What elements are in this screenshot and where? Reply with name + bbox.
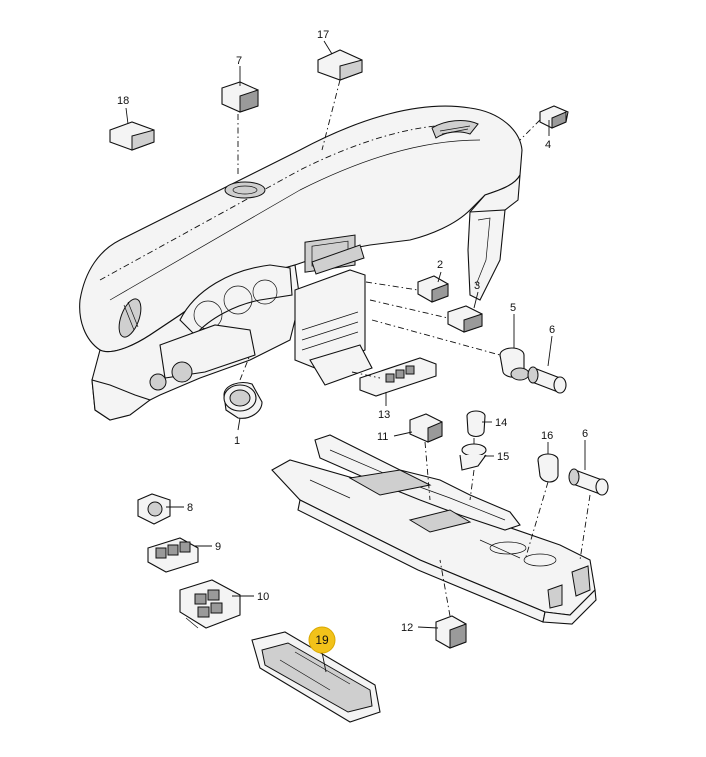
center-console bbox=[271, 434, 597, 625]
part-18-cover bbox=[109, 121, 155, 151]
part-8-knob bbox=[137, 493, 171, 525]
callout-13: 13 bbox=[378, 409, 390, 421]
part-5-power-socket bbox=[499, 347, 530, 381]
part-16-socket bbox=[537, 453, 559, 483]
part-15-socket bbox=[459, 443, 487, 471]
part-2-switch bbox=[417, 275, 449, 303]
leader-lines bbox=[125, 40, 586, 673]
dashed-guides bbox=[237, 79, 591, 617]
callout-15: 15 bbox=[497, 451, 509, 463]
part-9-switch-panel bbox=[147, 537, 199, 573]
callout-11: 11 bbox=[377, 431, 388, 443]
callout-1: 1 bbox=[234, 435, 240, 447]
callout-7: 7 bbox=[236, 55, 242, 67]
part-10-switch-block bbox=[179, 579, 241, 629]
callout-5: 5 bbox=[510, 302, 516, 314]
part-13-switch-strip bbox=[359, 357, 437, 397]
part-12-clip bbox=[435, 615, 467, 649]
callout-10: 10 bbox=[257, 591, 269, 603]
part-11-clip bbox=[409, 413, 443, 443]
callout-2: 2 bbox=[437, 259, 443, 271]
callout-19-highlight bbox=[308, 626, 336, 654]
part-3-switch bbox=[447, 305, 483, 333]
part-19-switch-panel bbox=[251, 631, 381, 723]
part-1-rotary-switch bbox=[223, 382, 263, 419]
callout-6a: 6 bbox=[549, 324, 555, 336]
center-console-radio bbox=[294, 234, 373, 386]
part-7-bracket bbox=[221, 81, 259, 113]
callout-3: 3 bbox=[474, 280, 480, 292]
part-6-lighter-a bbox=[527, 366, 567, 394]
callout-14: 14 bbox=[495, 417, 507, 429]
callout-18: 18 bbox=[117, 95, 129, 107]
part-6-lighter-b bbox=[568, 468, 609, 496]
callout-labels: 1 2 3 4 5 6 6 7 8 9 10 11 12 13 14 15 16… bbox=[117, 29, 588, 654]
part-14-socket bbox=[466, 410, 486, 438]
callout-6b: 6 bbox=[582, 428, 588, 440]
callout-4: 4 bbox=[545, 139, 551, 151]
callout-8: 8 bbox=[187, 502, 193, 514]
part-17-bracket bbox=[317, 49, 363, 81]
callout-9: 9 bbox=[215, 541, 221, 553]
callout-16: 16 bbox=[541, 430, 553, 442]
part-4-sensor bbox=[539, 105, 569, 129]
dashboard-panel bbox=[79, 105, 523, 421]
callout-12: 12 bbox=[401, 622, 413, 634]
callout-17: 17 bbox=[317, 29, 329, 41]
callout-19: 19 bbox=[315, 633, 329, 647]
